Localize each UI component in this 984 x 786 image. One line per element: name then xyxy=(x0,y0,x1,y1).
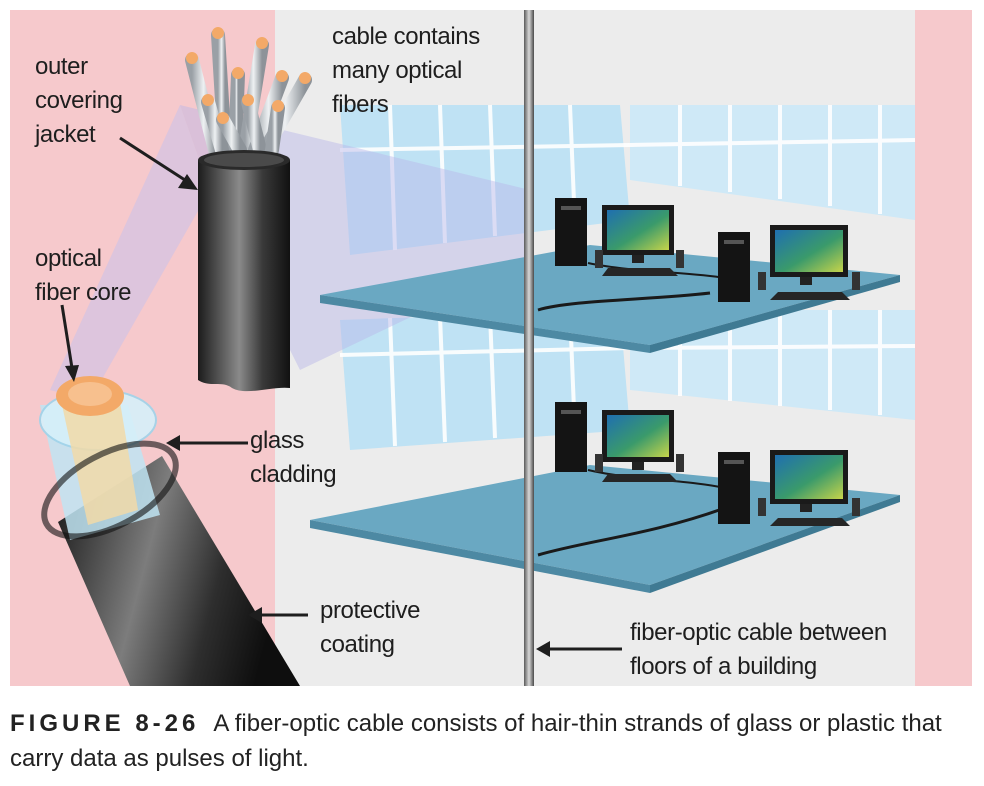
pointer-arrows xyxy=(60,136,622,657)
caption-text: A fiber-optic cable consists of hair-thi… xyxy=(10,710,942,772)
light-beam-core xyxy=(50,105,210,400)
vertical-fiber-cable xyxy=(524,10,534,686)
label-outer-jacket: outer covering jacket xyxy=(35,53,123,148)
label-fiber-core: optical fiber core xyxy=(35,245,132,306)
computer-upper-1 xyxy=(555,198,684,276)
label-cable-contains: cable contains many optical fibers xyxy=(332,23,480,118)
label-glass-cladding: glass cladding xyxy=(250,427,337,488)
window-wall-right-upper xyxy=(630,105,915,220)
outer-jacket xyxy=(198,160,290,392)
computer-lower-1 xyxy=(555,402,684,482)
figure-number: FIGURE 8-26 xyxy=(10,710,200,737)
illustration-canvas xyxy=(39,10,916,686)
cable-cross-section xyxy=(39,376,300,686)
label-protective-coating: protective coating xyxy=(320,597,421,658)
label-between-floors: fiber-optic cable between floors of a bu… xyxy=(630,619,887,680)
computer-lower-2 xyxy=(718,450,860,526)
fiber-optic-illustration: outer covering jacket cable contains man… xyxy=(10,10,972,686)
computer-upper-2 xyxy=(718,225,860,302)
cable-bundle xyxy=(185,27,312,392)
